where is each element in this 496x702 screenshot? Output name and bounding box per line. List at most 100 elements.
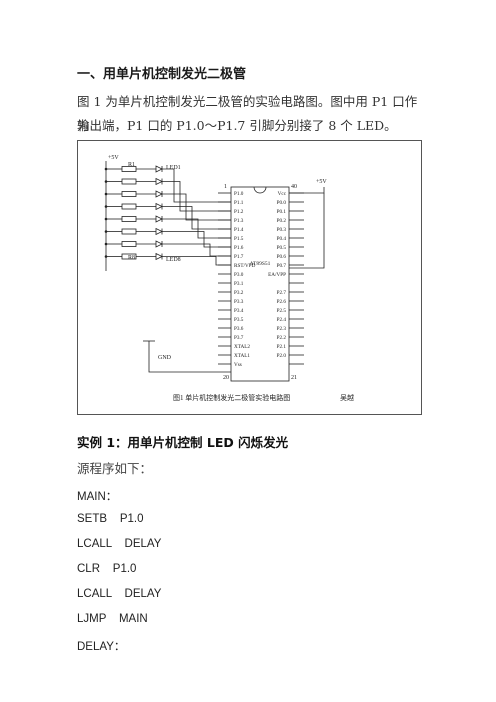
ea-wire: [289, 193, 325, 269]
chip-pin-label-left: P1.0: [234, 191, 244, 197]
resistor: [121, 178, 137, 185]
led-to-pin-wire: [162, 168, 231, 203]
chip-pin-label-right: P2.5: [277, 308, 287, 314]
figure-author: 吴越: [340, 393, 354, 402]
resistor: [121, 216, 137, 222]
chip-pin-label-left: P3.4: [234, 308, 244, 314]
chip-pin-label-right: P2.4: [277, 317, 287, 323]
junction-dot: [104, 205, 108, 208]
chip-pin-label-right: P0.6: [277, 254, 287, 260]
pin-1-number: 1: [224, 184, 227, 190]
chip-pin-label-right: P2.1: [277, 344, 287, 350]
led-diode: [155, 190, 163, 198]
chip-pin-label-right: P0.7: [277, 263, 287, 269]
led-to-pin-wire: [162, 231, 231, 248]
chip-pin-label-right: P0.4: [277, 236, 287, 242]
example-title: 实例 1：用单片机控制 LED 闪烁发光: [77, 435, 289, 450]
junction-dot: [104, 167, 108, 171]
chip-name-label: AT89S51: [250, 261, 271, 267]
chip-pin-label-right: P0.2: [277, 218, 287, 224]
chip-pin-label-right: P0.3: [277, 227, 287, 233]
chip-pin-label-left: Vss: [234, 362, 242, 368]
code-line: CLR P1.0: [77, 563, 137, 575]
section-heading: 一、用单片机控制发光二极管: [77, 67, 247, 82]
pin-21-number: 21: [291, 375, 297, 381]
code-line: MAIN：: [77, 491, 118, 503]
chip-pin-label-left: P3.1: [234, 281, 244, 287]
chip-pin-label-left: XTAL1: [234, 353, 250, 359]
led-diode: [155, 165, 163, 173]
led-branch: [104, 165, 231, 203]
junction-dot: [104, 180, 108, 183]
code-line: LJMP MAIN: [77, 613, 148, 625]
resistor: [121, 191, 137, 197]
led-branch: [104, 215, 231, 239]
chip-pin-label-right: P2.6: [277, 299, 287, 305]
code-line: SETB P1.0: [77, 513, 144, 525]
led-branch: [104, 227, 231, 248]
led-branch: [104, 177, 231, 212]
chip-pin-label-right: EA/VPP: [268, 272, 286, 278]
led-to-pin-wire: [162, 243, 231, 257]
chip-pin-label-left: P3.0: [234, 272, 244, 278]
led-to-pin-wire: [162, 181, 231, 212]
chip-pin-label-right: P2.3: [277, 326, 287, 332]
led-diode: [155, 215, 163, 223]
r8-label: R8: [128, 255, 135, 261]
chip-pin-label-left: P3.7: [234, 335, 244, 341]
chip-notch: [253, 186, 267, 194]
code-line: LCALL DELAY: [77, 538, 162, 550]
intro-line-2: 输出端，P1 口的 P1.0～P1.7 引脚分别接了 8 个 LED。: [77, 118, 397, 133]
chip-pin-label-left: P3.5: [234, 317, 244, 323]
intro-line-1: 图 1 为单片机控制发光二极管的实验电路图。图中用 P1 口作为: [77, 94, 418, 133]
chip-pin-label-right: P0.1: [277, 209, 287, 215]
code-line: LCALL DELAY: [77, 588, 162, 600]
led-rows: [104, 165, 231, 266]
chip-pin-label-left: P1.1: [234, 200, 244, 206]
chip-pin-label-left: P3.6: [234, 326, 244, 332]
resistor: [121, 228, 137, 235]
junction-dot: [104, 255, 108, 258]
chip-pin-label-right: P2.0: [277, 353, 287, 359]
pin-40-number: 40: [291, 184, 297, 190]
chip-pin-label-right: P0.5: [277, 245, 287, 251]
led-branch: [104, 202, 231, 230]
source-label: 源程序如下：: [77, 461, 153, 476]
chip-pin-label-left: P3.2: [234, 290, 244, 296]
circuit-figure: +5V R1 R8 LED1 LED8 1 40 20 21 AT89S51 P…: [77, 140, 422, 415]
led-diode: [155, 202, 163, 211]
led-to-pin-wire: [162, 206, 231, 230]
chip-pin-label-left: P1.6: [234, 245, 244, 251]
pin-20-number: 20: [223, 375, 229, 381]
chip-pin-label-left: P1.5: [234, 236, 244, 242]
led-to-pin-wire: [162, 218, 231, 239]
chip-pin-label-left: P1.4: [234, 227, 244, 233]
resistor: [121, 241, 137, 247]
chip-pin-label-left: P3.3: [234, 299, 244, 305]
chip-pin-label-right: P2.7: [277, 290, 287, 296]
junction-dot: [104, 217, 108, 221]
led-diode: [155, 252, 163, 261]
led-diode: [155, 177, 163, 186]
r1-label: R1: [128, 162, 135, 168]
figure-caption: 图1 单片机控制发光二极管实验电路图: [173, 393, 290, 402]
gnd-label: GND: [158, 355, 172, 361]
resistor: [121, 203, 137, 210]
chip-pin-label-left: P1.2: [234, 209, 244, 215]
led-diode: [155, 240, 163, 248]
chip-pin-label-left: XTAL2: [234, 344, 250, 350]
junction-dot: [104, 230, 108, 233]
chip-pin-label-left: P1.7: [234, 254, 244, 260]
circuit-diagram: +5V R1 R8 LED1 LED8 1 40 20 21 AT89S51 P…: [104, 155, 354, 402]
led-to-pin-wire: [162, 193, 231, 221]
led1-label: LED1: [166, 165, 181, 171]
supply-left-label: +5V: [108, 155, 119, 161]
junction-dot: [104, 242, 108, 246]
chip-pin-label-left: P1.3: [234, 218, 244, 224]
chip-pin-label-right: P0.0: [277, 200, 287, 206]
junction-dot: [104, 192, 108, 196]
chip-pin-label-left: RST/VPD: [234, 263, 256, 269]
led8-label: LED8: [166, 257, 181, 263]
chip-pin-label-right: P2.2: [277, 335, 287, 341]
